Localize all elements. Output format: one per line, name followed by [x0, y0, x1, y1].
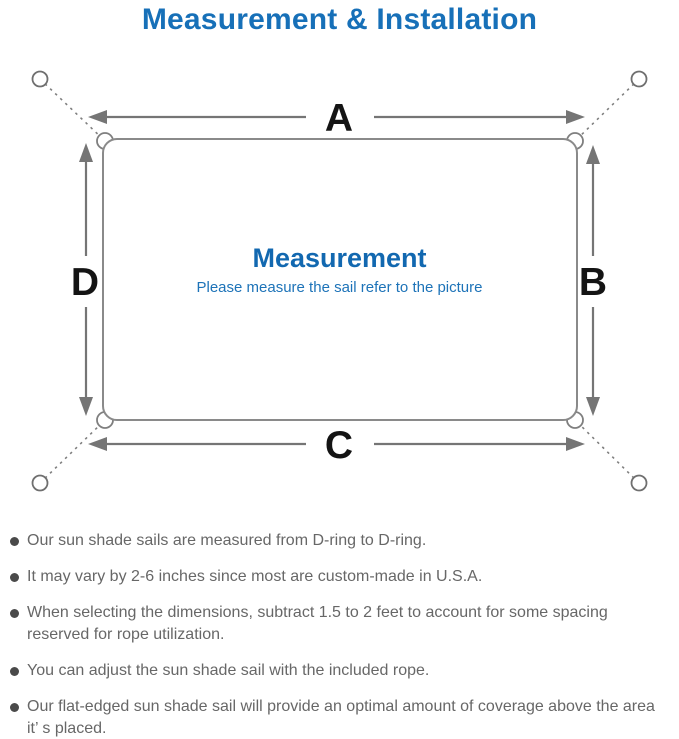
anchor-points: [31, 70, 648, 492]
sail-diagram-canvas: A C D B: [31, 70, 648, 492]
dimension-label-c: C: [325, 424, 353, 467]
arrow-d-head-up-icon: [79, 143, 93, 162]
notes-list: Our sun shade sails are measured from D-…: [10, 530, 670, 739]
rope-line-top-right: [574, 78, 640, 142]
dimension-label-d: D: [71, 261, 99, 304]
anchor-ring-icon-top-left: [31, 70, 49, 88]
note-item: When selecting the dimensions, subtract …: [10, 602, 670, 646]
bullet-icon: [10, 703, 19, 712]
rope-lines: [39, 78, 640, 484]
note-text: Our flat-edged sun shade sail will provi…: [27, 698, 655, 737]
note-text: When selecting the dimensions, subtract …: [27, 604, 608, 643]
dimension-arrow-b: [586, 145, 600, 416]
arrow-b-head-down-icon: [586, 397, 600, 416]
arrow-a-head-left-icon: [88, 110, 107, 124]
dimension-label-a: A: [325, 97, 353, 140]
note-item: You can adjust the sun shade sail with t…: [10, 660, 670, 682]
note-text: Our sun shade sails are measured from D-…: [27, 532, 427, 549]
page-title: Measurement & Installation: [141, 3, 538, 36]
dimension-label-b: B: [579, 261, 607, 304]
note-item: It may vary by 2-6 inches since most are…: [10, 566, 670, 588]
rope-line-bottom-left: [39, 419, 106, 484]
dimension-arrow-a: [88, 110, 585, 124]
sail-measurement-diagram: A C D B: [0, 60, 679, 500]
arrow-b-head-up-icon: [586, 145, 600, 164]
bullet-icon: [10, 537, 19, 546]
note-item: Our sun shade sails are measured from D-…: [10, 530, 670, 552]
bullet-icon: [10, 609, 19, 618]
note-item: Our flat-edged sun shade sail will provi…: [10, 696, 670, 739]
dimension-arrow-d: [79, 143, 93, 416]
rope-line-bottom-right: [574, 419, 640, 484]
note-text: You can adjust the sun shade sail with t…: [27, 662, 430, 679]
sail-outline: [102, 138, 578, 421]
bullet-icon: [10, 667, 19, 676]
anchor-ring-icon-top-right: [630, 70, 648, 88]
bullet-icon: [10, 573, 19, 582]
arrow-c-head-left-icon: [88, 437, 107, 451]
arrow-d-head-down-icon: [79, 397, 93, 416]
arrow-a-head-right-icon: [566, 110, 585, 124]
note-text: It may vary by 2-6 inches since most are…: [27, 568, 483, 585]
dimension-arrow-c: [88, 437, 585, 451]
arrow-c-head-right-icon: [566, 437, 585, 451]
anchor-ring-icon-bottom-left: [31, 474, 49, 492]
rope-line-top-left: [39, 78, 106, 142]
anchor-ring-icon-bottom-right: [630, 474, 648, 492]
